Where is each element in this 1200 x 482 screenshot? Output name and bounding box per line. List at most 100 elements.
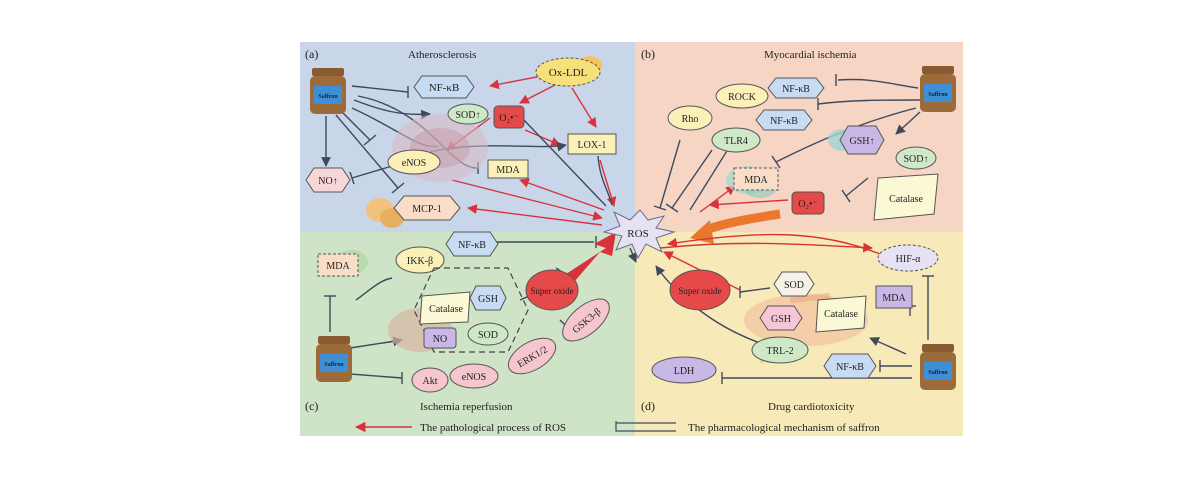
c-sod-label: SOD bbox=[478, 330, 498, 341]
c-superoxide-label: Super oxide bbox=[530, 286, 573, 296]
saffron-jar-a: Saffron bbox=[310, 68, 346, 114]
c-catalase-node bbox=[419, 291, 471, 325]
b-tlr4-node bbox=[711, 127, 761, 153]
d-catalase-node bbox=[815, 295, 867, 333]
c-gsk-node bbox=[562, 298, 610, 342]
saffron-jar-c: Saffron bbox=[316, 336, 352, 382]
d-nfkb-label: NF-κB bbox=[836, 362, 864, 373]
a-mda-label: MDA bbox=[496, 165, 520, 176]
c-catalase-label: Catalase bbox=[429, 304, 463, 315]
panel-c-title: Ischemia reperfusion bbox=[420, 401, 513, 413]
b-gsh-node bbox=[839, 125, 885, 155]
a-enos-node bbox=[387, 149, 441, 175]
b-catalase-node bbox=[873, 173, 939, 221]
panel-a-letter: (a) bbox=[305, 47, 318, 61]
saffron-jar-b-label: Saffron bbox=[928, 92, 948, 98]
saffron-jar-a-label: Saffron bbox=[318, 94, 338, 100]
d-catalase-label: Catalase bbox=[824, 309, 858, 320]
b-nfkb1-node bbox=[767, 77, 825, 99]
legend-blue-label: The pharmacological mechanism of saffron bbox=[688, 422, 880, 434]
a-lox1-node bbox=[567, 133, 617, 155]
a-mcp1-label: MCP-1 bbox=[412, 204, 441, 215]
b-tlr4-label: TLR4 bbox=[724, 136, 748, 147]
b-o2-label: O₂•⁻ bbox=[798, 199, 818, 210]
d-gsh-node bbox=[759, 305, 803, 331]
c-gsh-label: GSH bbox=[478, 294, 498, 305]
a-o2-label: O₂•⁻ bbox=[499, 113, 519, 124]
b-rho-node bbox=[667, 105, 713, 131]
a-oxldl-label: Ox-LDL bbox=[549, 67, 588, 79]
c-enos-label: eNOS bbox=[462, 372, 486, 383]
c-superoxide-node bbox=[525, 269, 579, 311]
legend: The pathological process of ROS The phar… bbox=[354, 421, 880, 434]
a-mcp1-node bbox=[393, 195, 461, 221]
panel-d-letter: (d) bbox=[641, 399, 655, 413]
d-superoxide-node bbox=[669, 269, 731, 311]
c-erk-node bbox=[507, 337, 557, 375]
saffron-jar-d: Saffron bbox=[920, 344, 956, 390]
saffron-jar-d-label: Saffron bbox=[928, 370, 948, 376]
a-oxldl-node bbox=[535, 57, 601, 87]
d-gsh-label: GSH bbox=[771, 314, 791, 325]
c-gsh-node bbox=[469, 285, 507, 311]
c-ikk-label: IKK-β bbox=[407, 256, 433, 267]
b-nfkb2-label: NF-κB bbox=[770, 116, 798, 127]
ros-label: ROS bbox=[627, 228, 648, 240]
a-no-label: NO↑ bbox=[318, 176, 337, 187]
b-mda-label: MDA bbox=[744, 175, 768, 186]
b-nfkb1-label: NF-κB bbox=[782, 84, 810, 95]
panel-b-letter: (b) bbox=[641, 47, 655, 61]
c-nfkb-label: NF-κB bbox=[458, 240, 486, 251]
c-ikk-node bbox=[395, 246, 445, 274]
d-ldh-label: LDH bbox=[674, 366, 695, 377]
c-akt-node bbox=[411, 367, 449, 393]
c-no-label: NO bbox=[433, 334, 447, 345]
b-sod-node bbox=[895, 146, 937, 170]
d-hif-node bbox=[877, 244, 939, 272]
a-enos-label: eNOS bbox=[402, 158, 426, 169]
d-sod-label: SOD bbox=[784, 280, 804, 291]
a-sod-label: SOD↑ bbox=[455, 110, 480, 121]
a-nfkb-node bbox=[413, 75, 475, 99]
d-sod-node bbox=[773, 271, 815, 297]
d-trl2-node bbox=[751, 336, 809, 364]
legend-red-label: The pathological process of ROS bbox=[420, 422, 566, 434]
a-o2-node bbox=[493, 105, 525, 129]
b-catalase-label: Catalase bbox=[889, 194, 923, 205]
ros-node: ROS bbox=[602, 209, 676, 260]
c-antioxidant-group bbox=[413, 267, 529, 353]
b-o2-node bbox=[791, 191, 825, 215]
a-no-node bbox=[305, 167, 351, 193]
d-hif-label: HIF-α bbox=[896, 254, 921, 265]
legend-blue-arrow bbox=[615, 421, 676, 432]
b-mda-node bbox=[733, 167, 779, 191]
panel-b-title: Myocardial ischemia bbox=[764, 49, 857, 61]
saffron-jar-b: Saffron bbox=[920, 66, 956, 112]
panel-a-title: Atherosclerosis bbox=[408, 49, 476, 61]
a-sod-node bbox=[447, 103, 489, 125]
b-rock-node bbox=[715, 83, 769, 109]
d-nfkb-node bbox=[823, 353, 877, 379]
d-ldh-node bbox=[651, 356, 717, 384]
c-sod-node bbox=[467, 322, 509, 346]
b-sod-label: SOD↑ bbox=[903, 154, 928, 165]
d-mda-label: MDA bbox=[882, 293, 906, 304]
c-nfkb-node bbox=[445, 231, 499, 257]
a-nfkb-label: NF-κB bbox=[429, 82, 460, 94]
a-mda-node bbox=[487, 159, 529, 179]
panel-d-title: Drug cardiotoxicity bbox=[768, 401, 855, 413]
c-mda-label: MDA bbox=[326, 261, 350, 272]
b-gsh-label: GSH↑ bbox=[849, 136, 874, 147]
panel-c-letter: (c) bbox=[305, 399, 318, 413]
d-superoxide-label: Super oxide bbox=[678, 286, 721, 296]
c-enos-node bbox=[449, 363, 499, 389]
saffron-jar-c-label: Saffron bbox=[324, 362, 344, 368]
c-no-node bbox=[423, 327, 457, 349]
d-trl2-label: TRL-2 bbox=[766, 346, 793, 357]
b-rho-label: Rho bbox=[682, 114, 699, 125]
d-mda-node bbox=[875, 285, 913, 309]
c-mda-node bbox=[317, 253, 359, 277]
a-lox1-label: LOX-1 bbox=[578, 140, 607, 151]
b-nfkb2-node bbox=[755, 109, 813, 131]
